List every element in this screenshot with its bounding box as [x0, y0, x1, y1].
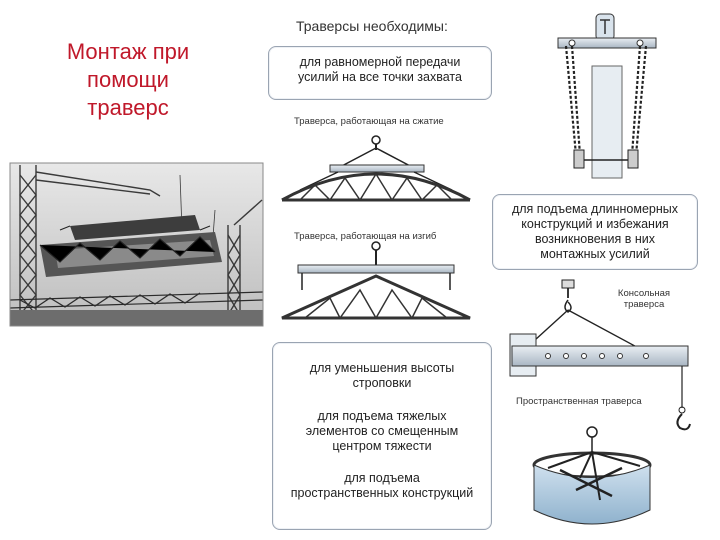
title-line: помощи — [87, 67, 169, 92]
box-text-line: для подъема — [344, 471, 420, 485]
box-text-line: для уменьшения высоты — [309, 361, 455, 375]
box-text-line: элементов со смещенным — [305, 424, 459, 438]
box-text-line: монтажных усилий — [540, 247, 650, 261]
info-box-right: для подъема длинномерных конструкций и и… — [492, 194, 698, 270]
box-text-line: усилий на все точки захвата — [298, 70, 462, 84]
slide-title: Монтаж при помощи траверс — [38, 38, 218, 122]
box-text-line: центром тяжести — [332, 439, 432, 453]
box-text-line: пространственных конструкций — [290, 486, 474, 500]
construction-photo — [9, 162, 264, 327]
spatial-traverse-illustration — [532, 426, 652, 525]
console-traverse-illustration — [509, 279, 691, 431]
box-text-line: для равномерной передачи — [299, 55, 461, 69]
section-heading: Траверсы необходимы: — [296, 18, 448, 34]
box-text-line: для подъема тяжелых — [317, 409, 447, 423]
beam-traverse-illustration — [557, 13, 657, 179]
box-text-line: возникновения в них — [534, 232, 656, 246]
label-spatial: Пространственная траверса — [516, 396, 642, 407]
bending-truss-illustration — [281, 241, 471, 320]
box-text-line: конструкций и избежания — [521, 217, 669, 231]
label-compression: Траверса, работающая на сжатие — [294, 116, 444, 127]
box-text-line: для подъема длинномерных — [511, 202, 679, 216]
label-bending: Траверса, работающая на изгиб — [294, 231, 437, 242]
title-line: траверс — [87, 95, 169, 120]
label-line: Консольная — [617, 288, 671, 299]
label-console: Консольная траверса — [612, 288, 676, 310]
box-text-line: строповки — [352, 376, 412, 390]
info-box-bottom: для уменьшения высоты строповки для подъ… — [272, 342, 492, 530]
compression-truss-illustration — [281, 135, 471, 202]
info-box-top: для равномерной передачи усилий на все т… — [268, 46, 492, 100]
title-line: Монтаж при — [66, 39, 190, 64]
label-line: траверса — [623, 299, 665, 310]
